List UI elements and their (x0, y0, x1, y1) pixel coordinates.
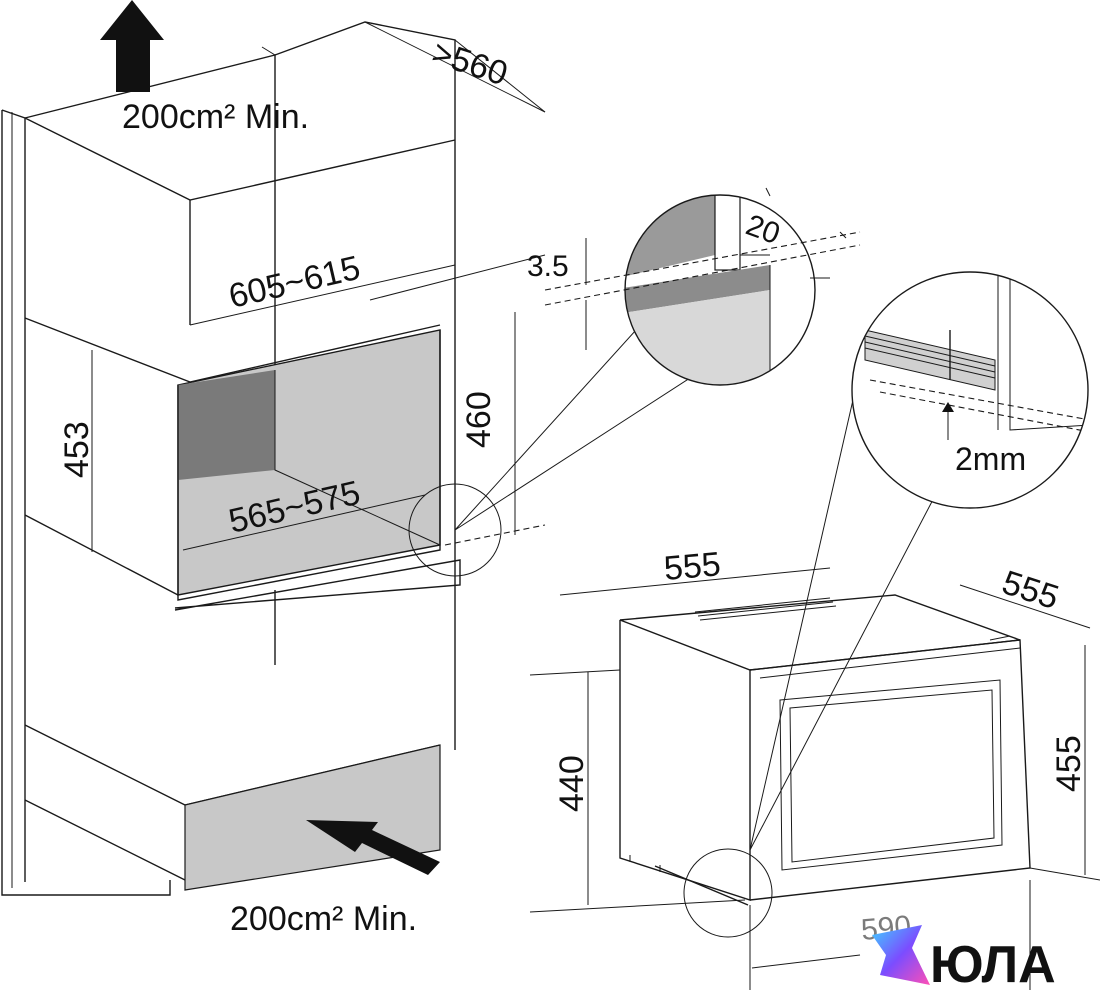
door-window-outer (779, 679, 1003, 871)
front-top-edge (759, 647, 1021, 679)
cabinet-side-inner (1, 109, 26, 882)
niche-height-label: 453 (58, 421, 96, 478)
inflow-arrow-icon (306, 820, 440, 875)
bottom-vent-opening (184, 744, 441, 891)
front-ext-lines (749, 880, 1031, 990)
detail-a (408, 187, 861, 577)
gap-guide (369, 254, 546, 301)
opening-baseline (444, 524, 546, 546)
bottom-rail (654, 865, 749, 906)
up-arrow-icon (100, 0, 164, 92)
detail-a-dash-1 (544, 244, 861, 306)
appliance-top (619, 594, 1021, 671)
top-notch (261, 46, 276, 56)
opening-height-label: 460 (460, 391, 498, 448)
clearance-label: 2mm (955, 441, 1026, 477)
cabinet-dimensions (91, 21, 546, 552)
bottom-vent-label: 200cm² Min. (230, 900, 417, 938)
height-ext-bottom (529, 899, 746, 913)
hinge-mark (989, 635, 1011, 641)
niche-frame (177, 330, 441, 601)
height-ext-top (529, 669, 621, 676)
clearance-arrow-up-icon (942, 402, 954, 412)
detail-a-source-circle (408, 483, 502, 577)
appliance-depth-label: 555 (998, 563, 1064, 617)
appliance-dimensions (529, 567, 1100, 990)
lower-shelf-front (174, 559, 461, 611)
appliance (619, 594, 1031, 906)
niche-width-dim (182, 494, 426, 551)
top-back-panel (274, 21, 456, 140)
top-vent-slots (694, 597, 837, 621)
lower-shelf-left (24, 514, 179, 596)
cabinet (1, 21, 461, 896)
appliance-total-height-label: 455 (1050, 735, 1088, 792)
niche-back-edge (274, 370, 441, 546)
appliance-depth-dim (959, 584, 1091, 629)
top-vent-label: 200cm² Min. (122, 98, 309, 136)
panel-dim-ext (765, 187, 847, 239)
gap-label: 3.5 (527, 250, 569, 283)
airflow-arrows (100, 0, 440, 875)
detail-a-dash-2 (544, 231, 861, 291)
watermark-logo: ЮЛА (872, 925, 1056, 990)
detail-b-circle (851, 271, 1089, 509)
appliance-width-label: 555 (662, 545, 722, 588)
depth-label: >560 (428, 33, 513, 93)
appliance-front (749, 639, 1031, 901)
panel-dim-ticks (740, 254, 830, 279)
detail-b-source-circle (683, 848, 773, 938)
cabinet-side-outer (1, 110, 171, 896)
depth-dim-ext (454, 39, 546, 113)
niche-shadow (178, 370, 275, 480)
front-dim-line (751, 954, 861, 969)
detail-b (683, 271, 1089, 938)
total-height-ext (1029, 867, 1100, 881)
depth-dim-line (364, 21, 546, 113)
logo-text: ЮЛА (930, 936, 1056, 990)
appliance-width-dim (559, 567, 831, 596)
cabinet-width-dim (189, 264, 456, 326)
logo-mark-icon (872, 925, 930, 985)
appliance-height-label: 440 (553, 755, 591, 812)
cabinet-width-label: 605~615 (225, 249, 363, 316)
door-window-inner (789, 689, 995, 863)
